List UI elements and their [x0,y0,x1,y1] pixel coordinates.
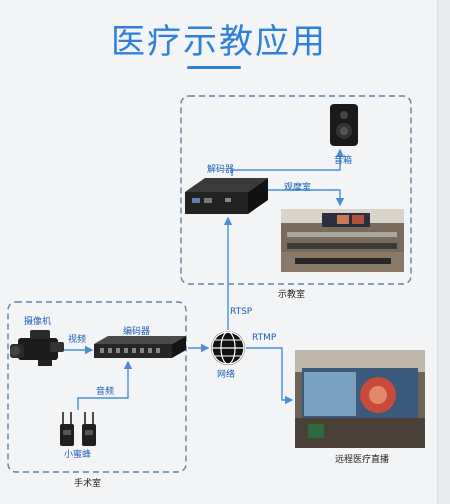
network-globe-icon [211,331,245,365]
arrow-network-to-remote [246,347,294,405]
teaching-room-box [180,95,412,285]
observation-room-photo [281,209,404,272]
decoder-label: 解码器 [207,165,235,175]
rtmp-label: RTMP [252,333,277,343]
encoder-label: 编码器 [123,327,151,337]
encoder-device [94,336,186,358]
remote-live-label: 远程医疗直播 [335,455,390,465]
mic-label: 小蜜蜂 [64,450,92,460]
camera-label: 摄像机 [24,317,52,327]
network-label: 网络 [217,370,236,380]
rtsp-label: RTSP [230,307,253,317]
arrow-mic-to-encoder [77,360,133,410]
title-underline [187,66,241,69]
camera-icon [10,330,64,366]
audio-label: 音频 [96,387,115,397]
decoder-device [185,178,268,214]
scrollbar-track[interactable] [437,0,450,504]
arrow-decoder-to-observation [268,189,345,207]
teaching-room-label: 示教室 [278,290,306,300]
page-title: 医疗示教应用 [111,22,327,62]
operating-room-box [7,301,187,473]
observation-room-label: 观摩室 [284,183,312,193]
operating-room-label: 手术室 [74,479,102,489]
video-label: 视频 [68,335,87,345]
wireless-mic-icon [60,412,96,446]
speaker-label: 音箱 [334,156,353,166]
speaker-icon [330,104,358,146]
remote-live-photo [295,350,425,448]
arrow-decoder-to-speaker [231,148,345,176]
